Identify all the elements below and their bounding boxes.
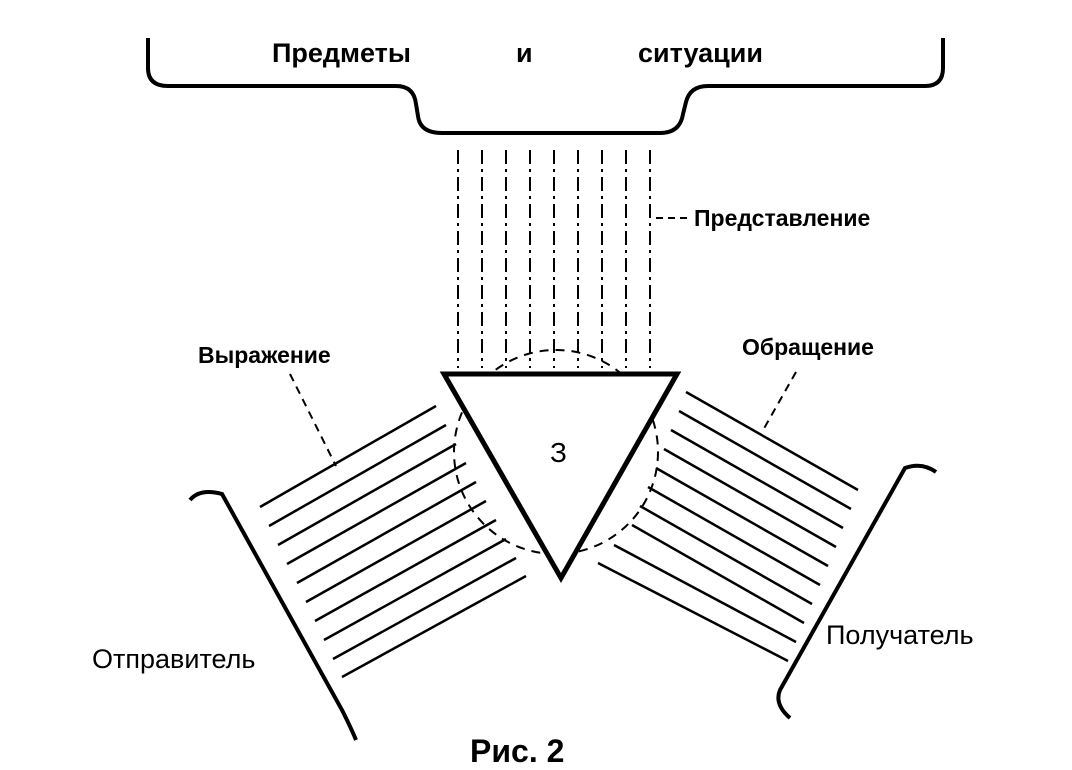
objects-label-1: Предметы	[272, 38, 411, 68]
appeal-leader	[761, 371, 797, 433]
objects-brace	[146, 38, 945, 135]
sound-circle	[453, 349, 659, 555]
expression-leader	[289, 373, 337, 467]
receiver-bracket	[776, 463, 938, 720]
appeal-label: Обращение	[742, 334, 874, 360]
objects-label-3: ситуации	[638, 38, 763, 68]
expression-label: Выражение	[198, 342, 331, 368]
representation-lines	[457, 150, 651, 368]
receiver-label: Получатель	[826, 620, 974, 650]
sender-bracket	[188, 490, 358, 741]
sender-label: Отправитель	[92, 644, 256, 674]
sender-lines	[259, 404, 527, 679]
sign-triangle	[439, 371, 682, 584]
figure-caption: Рис. 2	[470, 733, 565, 769]
receiver-lines	[597, 390, 859, 663]
objects-label-2: и	[516, 38, 533, 68]
sign-label: З	[550, 437, 567, 468]
representation-label: Представление	[694, 205, 871, 231]
